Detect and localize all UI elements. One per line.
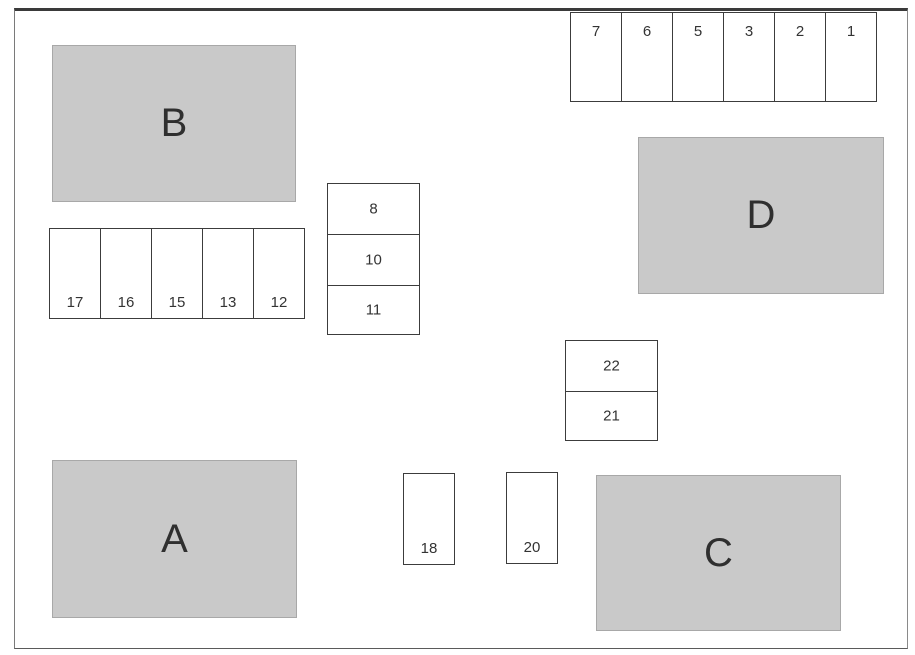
slot-11-label: 11 [365,301,382,319]
slot-7-label: 7 [591,23,601,40]
slot-5-label: 5 [693,23,703,40]
slot-17-label: 17 [66,294,84,311]
block-b: B [52,45,296,202]
slot-15: 15 [151,228,203,319]
block-c-label: C [704,530,733,575]
slot-3-label: 3 [744,23,754,40]
slot-11: 11 [327,285,420,335]
slot-16: 16 [100,228,152,319]
slot-10: 10 [327,234,420,286]
slot-12-label: 12 [270,294,288,311]
slot-21: 21 [565,391,658,441]
slot-2-label: 2 [795,23,805,40]
slot-6: 6 [621,12,673,102]
slot-22: 22 [565,340,658,392]
slot-20: 20 [506,472,558,564]
diagram-frame [14,8,908,649]
slot-7: 7 [570,12,622,102]
block-c: C [596,475,841,631]
slot-8-label: 8 [369,200,378,218]
slot-17: 17 [49,228,101,319]
slot-22-label: 22 [603,357,620,375]
block-d: D [638,137,884,294]
slot-13-label: 13 [219,294,237,311]
slot-15-label: 15 [168,294,186,311]
slot-3: 3 [723,12,775,102]
slot-12: 12 [253,228,305,319]
slot-16-label: 16 [117,294,135,311]
block-d-label: D [746,193,776,237]
slot-8: 8 [327,183,420,235]
slot-1-label: 1 [846,23,856,40]
slot-6-label: 6 [642,23,652,40]
block-a-label: A [161,516,188,561]
slot-21-label: 21 [603,407,620,425]
slot-18-label: 18 [420,540,438,557]
block-b-label: B [160,101,188,145]
slot-20-label: 20 [523,539,541,556]
slot-2: 2 [774,12,826,102]
slot-10-label: 10 [365,251,382,269]
slot-5: 5 [672,12,724,102]
block-a: A [52,460,297,618]
slot-1: 1 [825,12,877,102]
slot-18: 18 [403,473,455,565]
slot-13: 13 [202,228,254,319]
